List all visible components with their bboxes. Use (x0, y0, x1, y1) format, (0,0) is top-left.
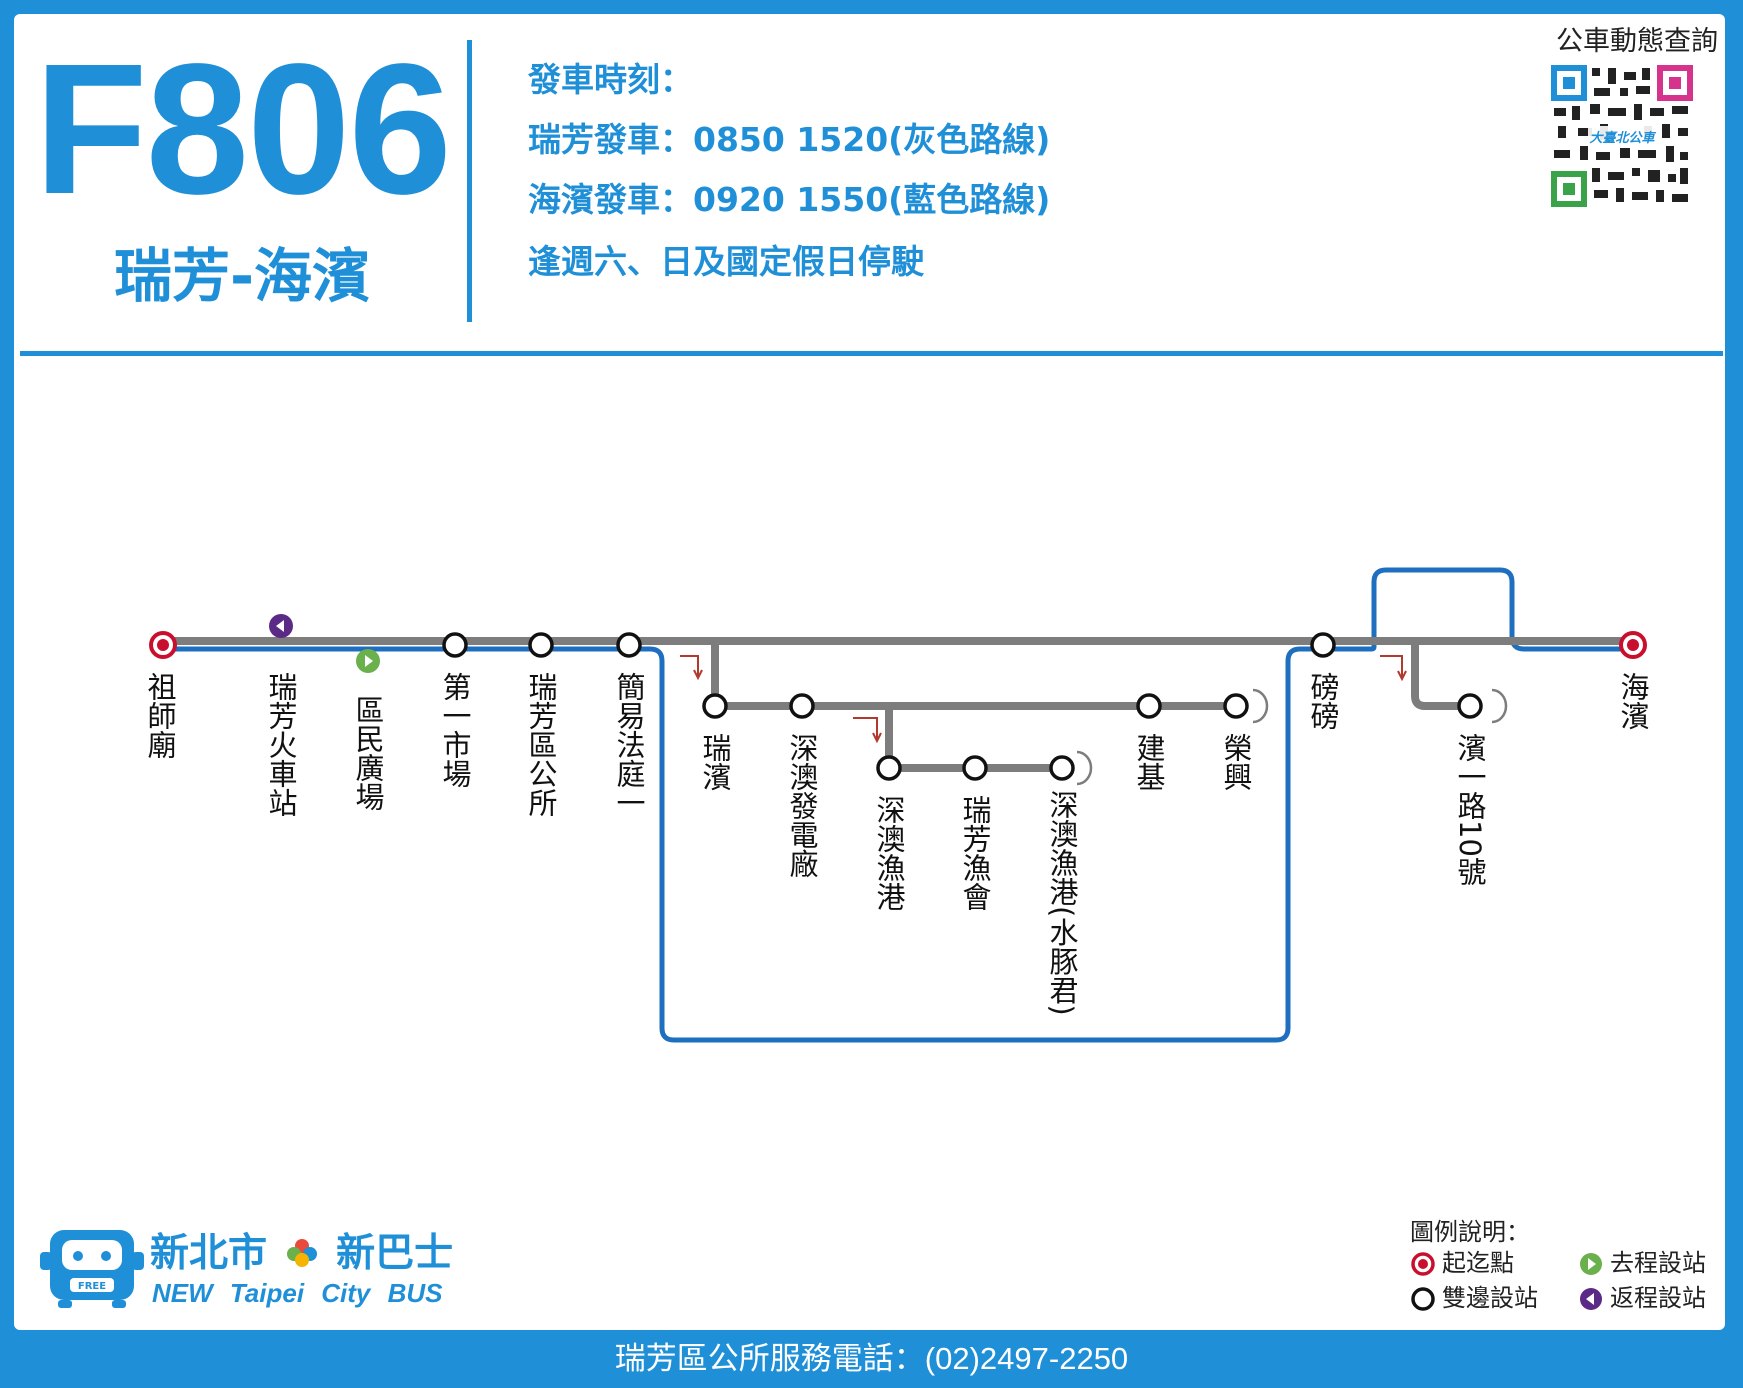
legend-return: 返程設站 (1578, 1283, 1706, 1313)
turn-arrow-icon (853, 717, 878, 740)
stop-shenao-harbor[interactable] (876, 755, 902, 781)
outbound-legend-icon (1580, 1253, 1602, 1275)
stop-rongxing[interactable] (1223, 693, 1249, 719)
station-label: 海濱 (1616, 672, 1650, 730)
station-label: 磅磅 (1306, 672, 1340, 730)
stop-first-market[interactable] (442, 632, 468, 658)
brand-name: 新北市 新巴士 (150, 1228, 453, 1280)
stop-simple-court[interactable] (616, 632, 642, 658)
turn-arrow-icon (872, 732, 882, 744)
station-label: 第一市場 (438, 672, 472, 788)
stop-shenao-power[interactable] (789, 693, 815, 719)
stop-ruibin[interactable] (702, 693, 728, 719)
loop-arrow-icon (1252, 688, 1269, 724)
brand-name-part1: 新北市 (150, 1231, 268, 1276)
stop-jianji[interactable] (1136, 693, 1162, 719)
qr-caption: 大臺北公車 (1589, 130, 1656, 146)
legend-terminal-label: 起迄點 (1442, 1249, 1514, 1277)
station-label: 區民廣場 (351, 695, 385, 811)
schedule-note: 逢週六、日及國定假日停駛 (528, 242, 924, 281)
outbound-stop-qumin-square[interactable] (356, 649, 380, 673)
brand-name-part2: 新巴士 (336, 1231, 454, 1276)
station-label: 濱一路10號 (1453, 733, 1487, 886)
terminal-stop-zushimiao[interactable] (149, 631, 177, 659)
legend-return-label: 返程設站 (1610, 1284, 1706, 1312)
return-legend-icon (1580, 1288, 1602, 1310)
stop-binyi-road[interactable] (1457, 693, 1483, 719)
flower-logo-icon (286, 1239, 317, 1267)
both-legend-icon (1411, 1287, 1435, 1311)
header-divider (467, 40, 472, 322)
terminal-stop-haibin[interactable] (1619, 631, 1647, 659)
loop-arrow-icon (1491, 688, 1508, 724)
stop-pangpang[interactable] (1310, 632, 1336, 658)
schedule-title: 發車時刻： (528, 60, 693, 99)
legend-terminal: 起迄點 (1410, 1248, 1514, 1278)
stop-shenao-harbor-dolphin[interactable] (1049, 755, 1075, 781)
station-label: 瑞芳火車站 (264, 672, 298, 817)
terminal-legend-icon (1411, 1252, 1435, 1276)
legend-outbound-label: 去程設站 (1610, 1249, 1706, 1277)
legend-outbound: 去程設站 (1578, 1248, 1706, 1278)
station-label: 瑞芳漁會 (958, 795, 992, 911)
route-number: F806 (34, 26, 452, 233)
gray-branch-binyi (1411, 641, 1470, 710)
station-label: 瑞芳區公所 (524, 672, 558, 817)
stop-district-office[interactable] (528, 632, 554, 658)
station-label: 建基 (1132, 733, 1166, 791)
qr-title: 公車動態查詢 (1556, 26, 1718, 57)
qr-code-icon[interactable]: 大臺北公車 (1550, 64, 1694, 208)
station-label: 瑞濱 (698, 733, 732, 791)
bus-logo-tag: FREE (78, 1281, 106, 1292)
station-label: 深澳漁港 (872, 795, 906, 911)
station-label: 祖師廟 (143, 672, 177, 759)
brand-name-en: NEW Taipei City BUS (152, 1278, 443, 1308)
turn-arrow-icon (1380, 655, 1403, 678)
turn-arrow-icon (693, 669, 703, 681)
route-map-card (14, 14, 1725, 1330)
legend-both-label: 雙邊設站 (1442, 1284, 1538, 1312)
blue-route-line (163, 567, 1633, 1043)
station-label: 深澳漁港(水豚君) (1045, 790, 1079, 1016)
legend-both: 雙邊設站 (1410, 1283, 1538, 1313)
station-label: 榮興 (1219, 733, 1253, 791)
loop-arrow-icon (1076, 750, 1093, 786)
turn-arrow-icon (680, 655, 699, 676)
header-rule (20, 351, 1723, 356)
return-stop-ruifang-station[interactable] (269, 614, 293, 638)
stop-ruifang-fish[interactable] (962, 755, 988, 781)
legend-title: 圖例說明： (1410, 1218, 1530, 1246)
bus-logo-icon: FREE (40, 1230, 144, 1308)
route-name: 瑞芳-海濱 (113, 242, 371, 310)
gray-branch-ruibin (711, 641, 1236, 710)
schedule-haibin: 海濱發車：0920 1550(藍色路線) (528, 180, 1051, 219)
turn-arrow-icon (1397, 670, 1407, 682)
station-label: 深澳發電廠 (785, 733, 819, 878)
schedule-ruifang: 瑞芳發車：0850 1520(灰色路線) (528, 120, 1051, 159)
station-label: 簡易法庭一 (612, 672, 646, 817)
footer-phone: 瑞芳區公所服務電話：(02)2497-2250 (614, 1341, 1129, 1376)
